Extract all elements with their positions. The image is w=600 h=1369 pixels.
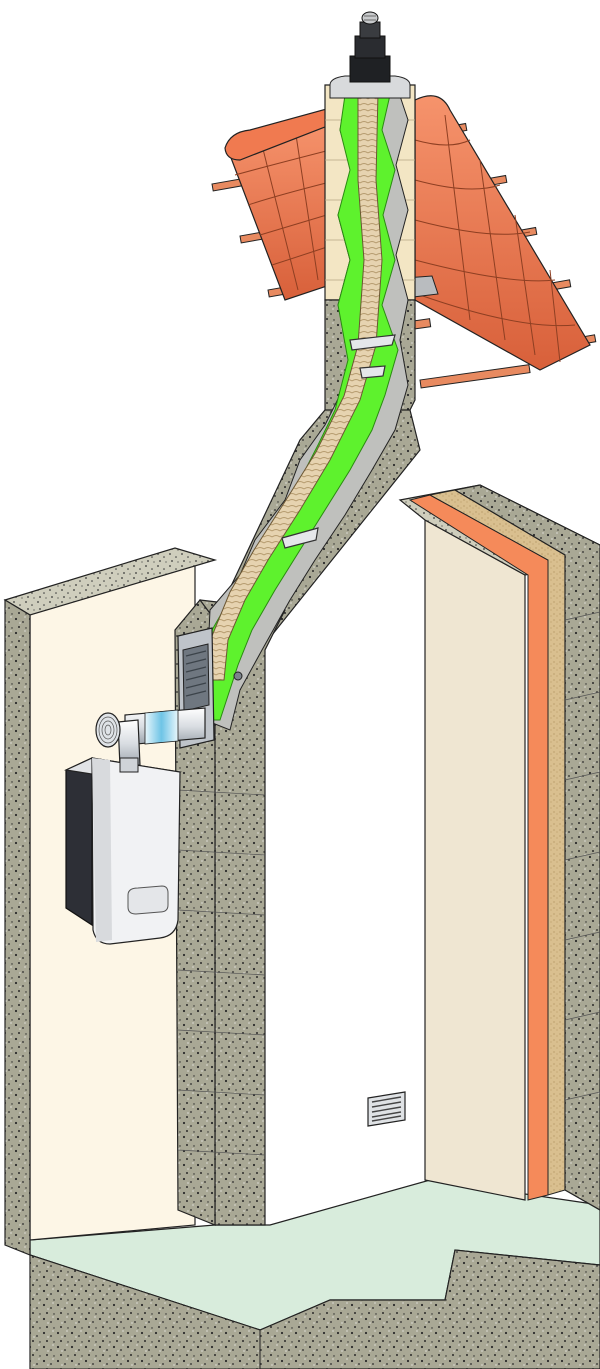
roof-tiles-icon: [211, 95, 597, 389]
horizontal-flue-pipe: [95, 707, 206, 768]
floor-slab: [29, 1179, 600, 1369]
flue-pipe-icon: [207, 91, 396, 681]
boiler-icon: [63, 757, 182, 945]
right-wall: [398, 484, 600, 1211]
vent-grille-icon: [367, 1091, 406, 1127]
chimney-cap-icon: [329, 11, 411, 99]
